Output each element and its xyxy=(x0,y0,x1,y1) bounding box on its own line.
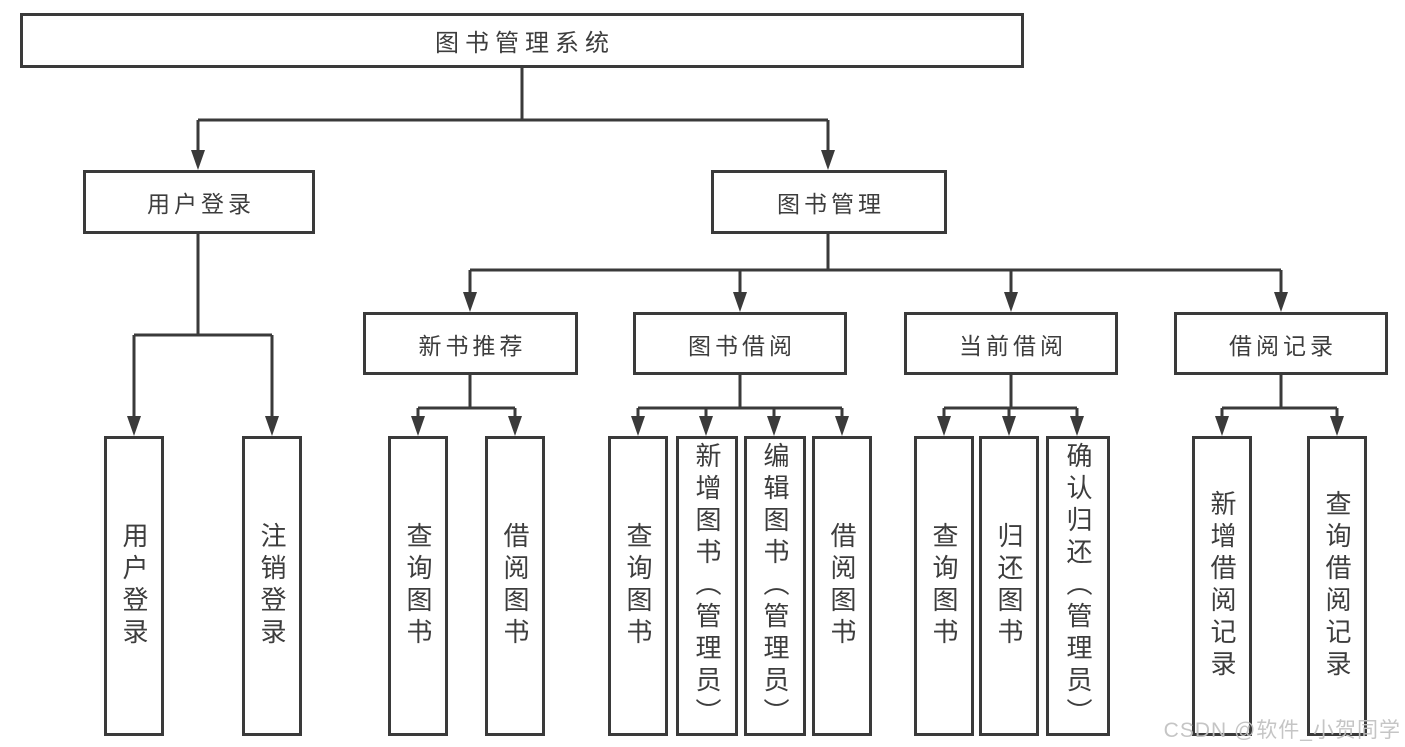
node-book-borrowing: 图书借阅 xyxy=(633,312,847,375)
leaf-current-query-books-label: 查询图书 xyxy=(929,522,959,650)
leaf-borrowing-add-books-admin-label: 新增图书（管理员） xyxy=(692,442,722,730)
watermark-text: CSDN @软件_小贺同学 xyxy=(1163,719,1401,742)
leaf-current-confirm-return-admin-label: 确认归还（管理员） xyxy=(1063,442,1093,730)
node-user-login: 用户登录 xyxy=(83,170,315,234)
leaf-records-add-record-label: 新增借阅记录 xyxy=(1207,490,1237,682)
leaf-logout: 注销登录 xyxy=(242,436,302,736)
leaf-borrowing-query-books-label: 查询图书 xyxy=(623,522,653,650)
leaf-newbook-borrow-books: 借阅图书 xyxy=(485,436,545,736)
leaf-records-query-record: 查询借阅记录 xyxy=(1307,436,1367,736)
node-new-book-recommendation: 新书推荐 xyxy=(363,312,578,375)
leaf-newbook-borrow-books-label: 借阅图书 xyxy=(500,522,530,650)
leaf-borrowing-query-books: 查询图书 xyxy=(608,436,668,736)
leaf-newbook-query-books-label: 查询图书 xyxy=(403,522,433,650)
leaf-logout-label: 注销登录 xyxy=(257,522,287,650)
leaf-borrowing-edit-books-admin: 编辑图书（管理员） xyxy=(744,436,806,736)
leaf-records-query-record-label: 查询借阅记录 xyxy=(1322,490,1352,682)
leaf-newbook-query-books: 查询图书 xyxy=(388,436,448,736)
leaf-current-return-books: 归还图书 xyxy=(979,436,1039,736)
leaf-records-add-record: 新增借阅记录 xyxy=(1192,436,1252,736)
node-root-system: 图书管理系统 xyxy=(20,13,1024,68)
leaf-borrowing-borrow-books-label: 借阅图书 xyxy=(827,522,857,650)
leaf-user-login-label: 用户登录 xyxy=(119,522,149,650)
leaf-current-confirm-return-admin: 确认归还（管理员） xyxy=(1046,436,1110,736)
leaf-borrowing-edit-books-admin-label: 编辑图书（管理员） xyxy=(760,442,790,730)
leaf-borrowing-add-books-admin: 新增图书（管理员） xyxy=(676,436,738,736)
leaf-user-login: 用户登录 xyxy=(104,436,164,736)
node-book-management: 图书管理 xyxy=(711,170,947,234)
node-borrowing-records: 借阅记录 xyxy=(1174,312,1388,375)
leaf-current-return-books-label: 归还图书 xyxy=(994,522,1024,650)
leaf-borrowing-borrow-books: 借阅图书 xyxy=(812,436,872,736)
leaf-current-query-books: 查询图书 xyxy=(914,436,974,736)
node-current-borrowing: 当前借阅 xyxy=(904,312,1118,375)
